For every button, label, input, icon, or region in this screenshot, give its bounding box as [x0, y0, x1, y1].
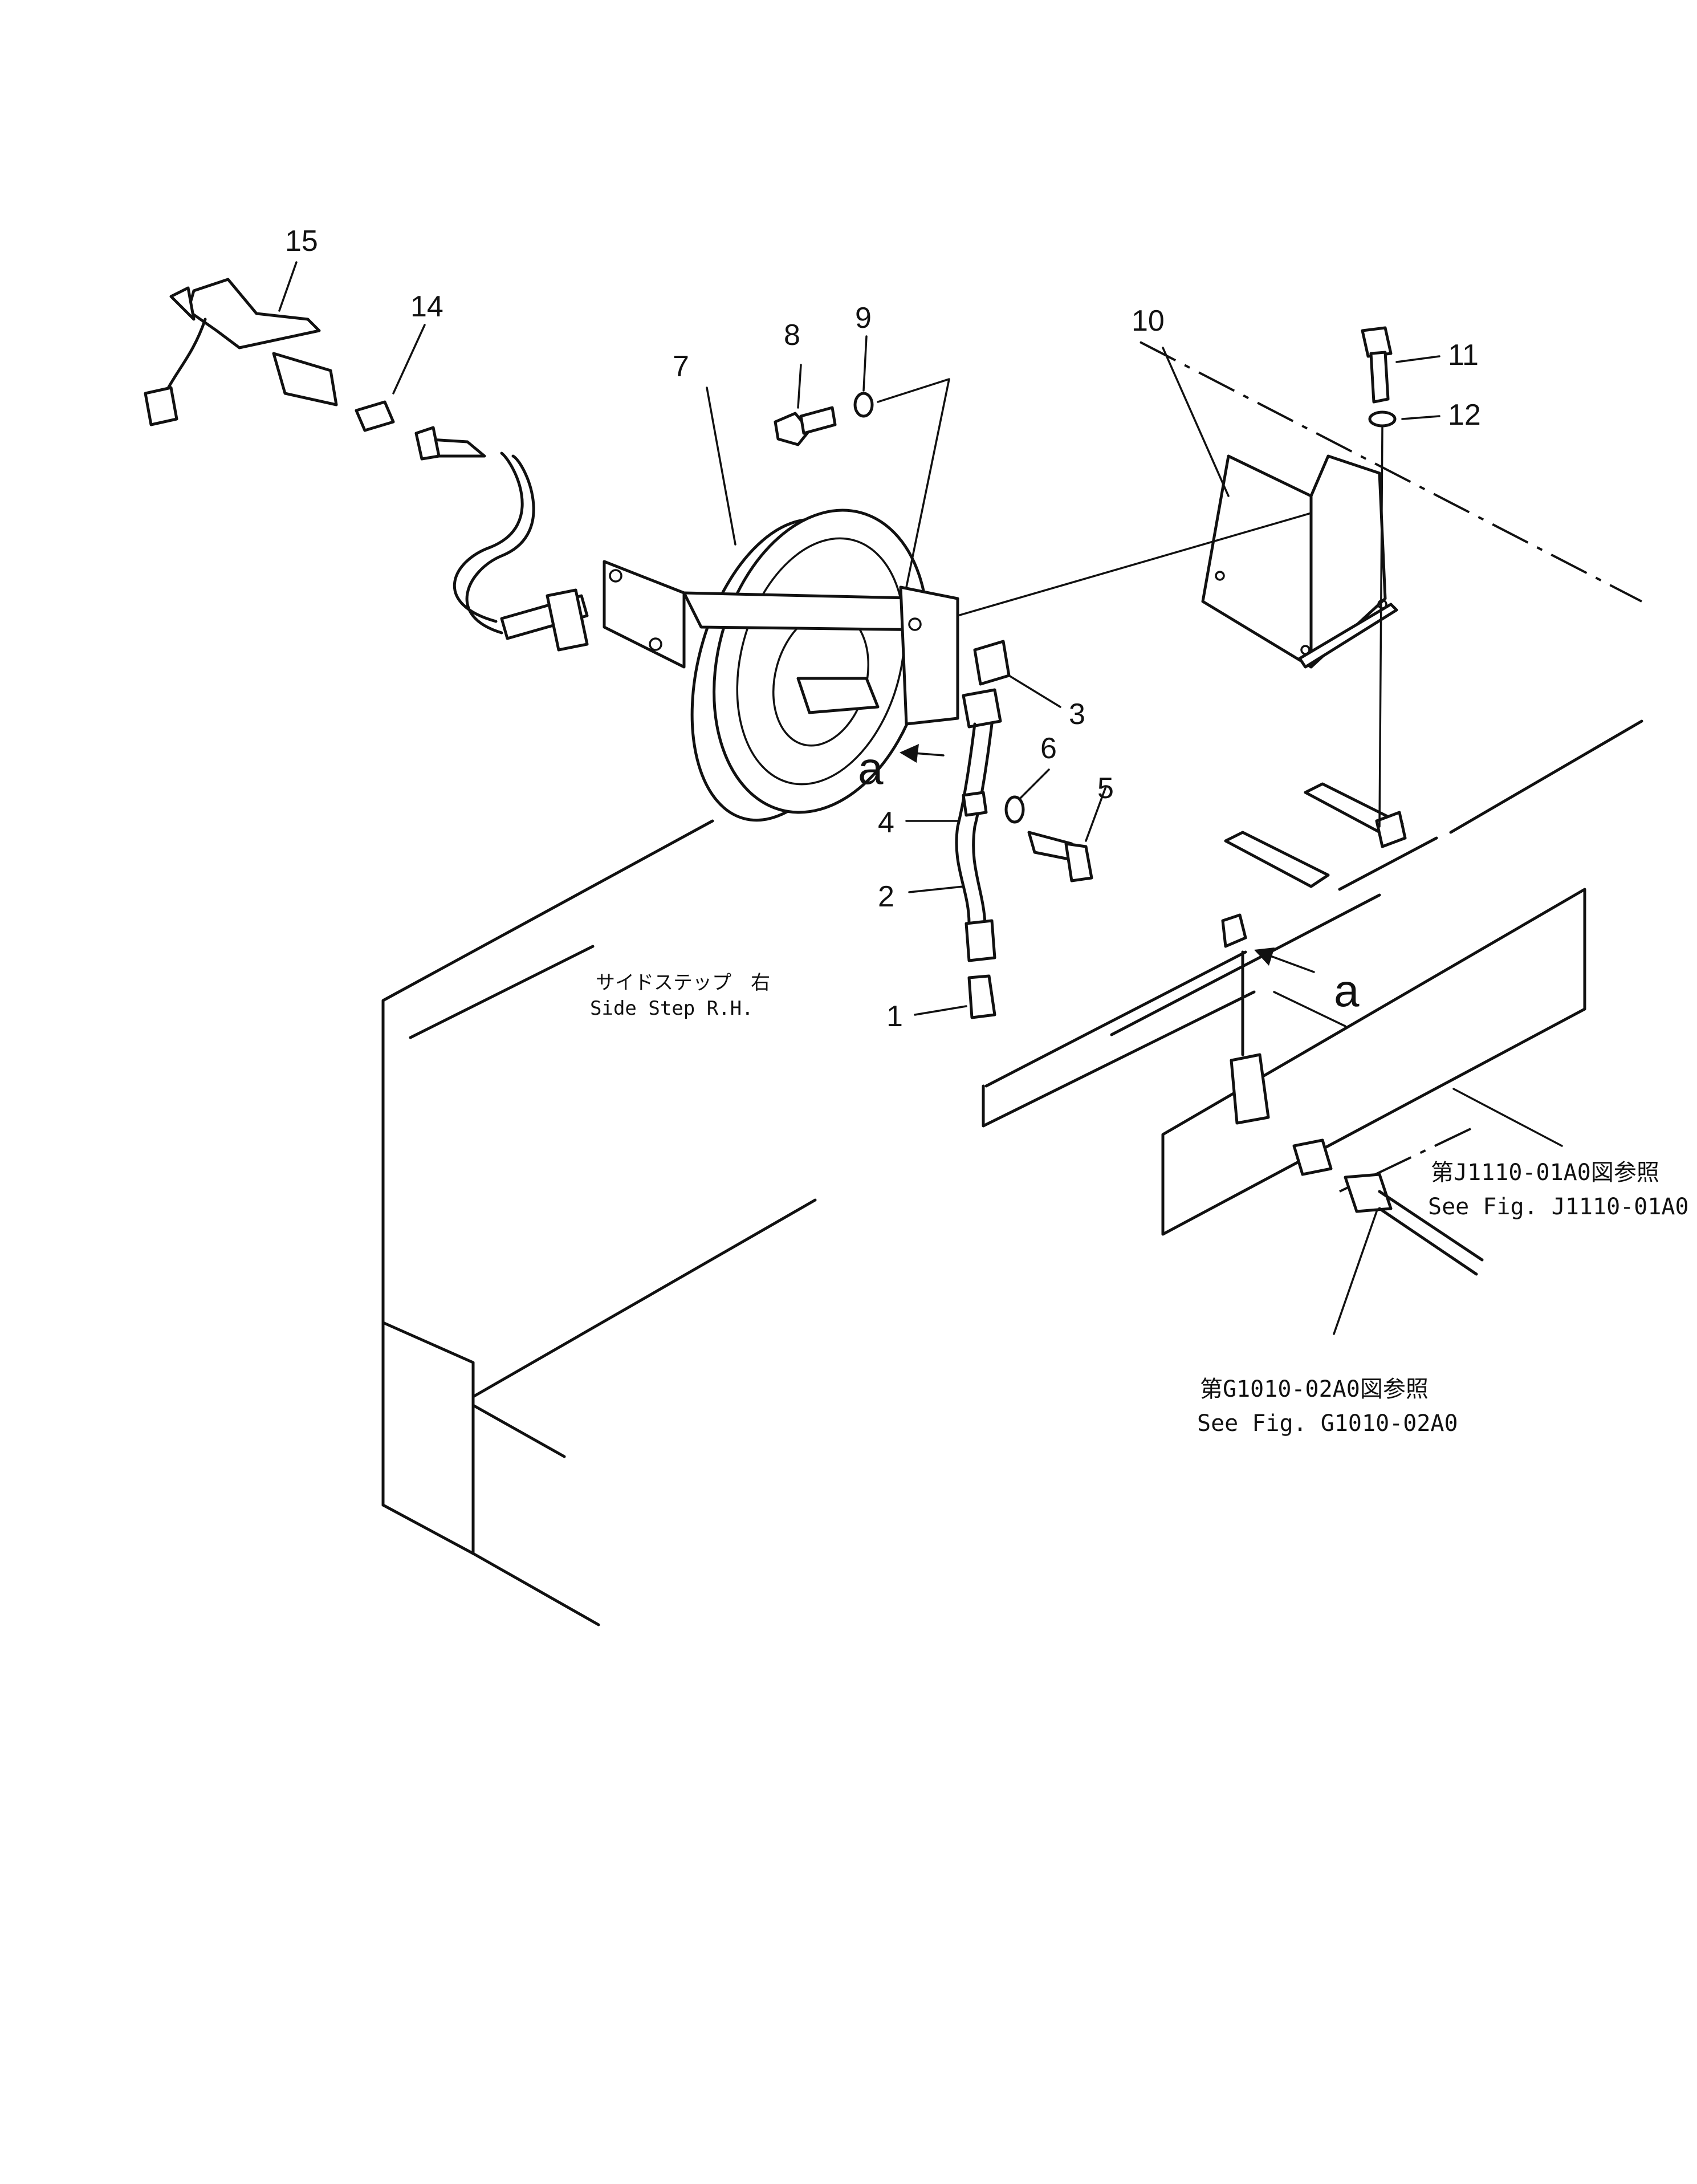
- bolt-11: [1361, 326, 1393, 404]
- washer-12: [1368, 410, 1397, 428]
- ref-j1110-jp: 第J1110-01A0図参照: [1431, 1160, 1659, 1186]
- mounting-plate: [982, 888, 1586, 1236]
- callout-8: 8: [784, 319, 800, 352]
- hose-2: [955, 640, 1011, 1019]
- ref-g1010-jp: 第G1010-02A0図参照: [1200, 1376, 1429, 1402]
- callout-14: 14: [410, 290, 443, 323]
- ref-g1010-en: See Fig. G1010-02A0: [1197, 1410, 1458, 1437]
- washer-9: [853, 392, 874, 418]
- bolt-8: [774, 406, 837, 446]
- side-step-body: [381, 341, 1643, 1626]
- callout-7: 7: [673, 350, 689, 383]
- callout-15: 15: [285, 225, 318, 258]
- callout-5: 5: [1097, 772, 1114, 805]
- mounting-blocks: [1221, 782, 1407, 948]
- leader-lines: [278, 261, 1563, 1335]
- view-marker-a-lower: a: [1334, 965, 1360, 1016]
- callout-1: 1: [886, 1000, 903, 1033]
- view-marker-a-upper: a: [858, 743, 884, 794]
- callout-4: 4: [878, 806, 894, 839]
- ref-j1110-en: See Fig. J1110-01A0: [1428, 1194, 1689, 1220]
- side-step-label-jp: サイドステップ 右: [596, 971, 770, 994]
- bolt-5: [1027, 831, 1093, 882]
- callout-6: 6: [1040, 732, 1057, 765]
- callout-labels: 15 14 7 8 9 10 11 12 3 6 5 4 2 1: [285, 225, 1481, 1033]
- hose-reel-7: [603, 509, 959, 822]
- hose-and-nozzle: [144, 278, 589, 652]
- callout-3: 3: [1069, 698, 1085, 731]
- lower-fittings: [1230, 1053, 1484, 1276]
- callout-11: 11: [1448, 339, 1479, 372]
- washer-6: [1004, 795, 1025, 824]
- side-step-label-en: Side Step R.H.: [590, 997, 754, 1020]
- callout-10: 10: [1132, 304, 1165, 337]
- callout-9: 9: [855, 302, 872, 335]
- callout-12: 12: [1448, 398, 1481, 432]
- bracket-10: [1201, 454, 1398, 669]
- view-a-arrows: [900, 744, 1315, 973]
- callout-2: 2: [878, 880, 894, 913]
